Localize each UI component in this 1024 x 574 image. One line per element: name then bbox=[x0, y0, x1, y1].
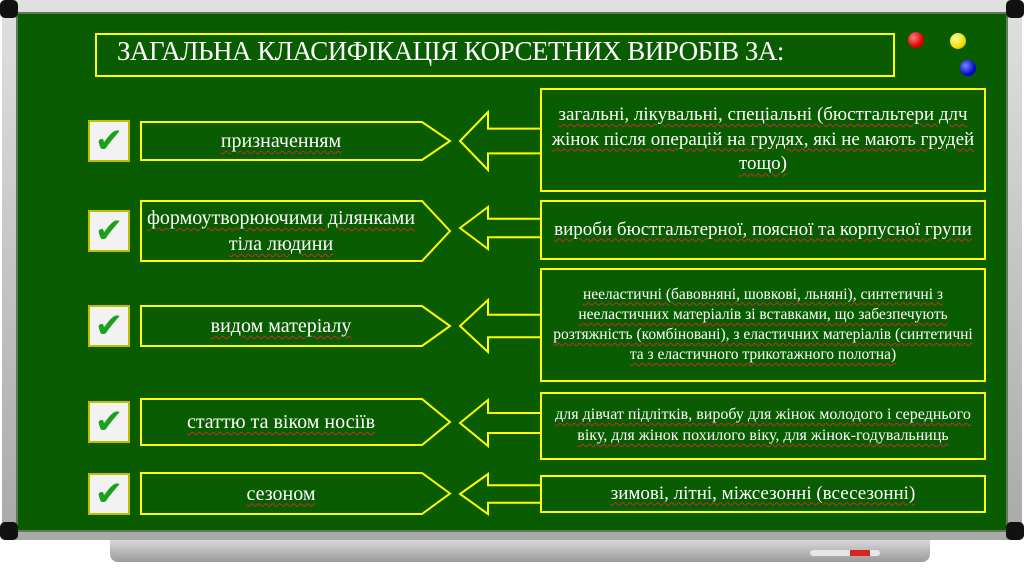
left-arrow-icon bbox=[458, 110, 542, 172]
red-magnet-icon bbox=[908, 32, 924, 48]
slide-title: ЗАГАЛЬНА КЛАСИФІКАЦІЯ КОРСЕТНИХ ВИРОБІВ … bbox=[95, 33, 895, 77]
category-label-text: статтю та віком носіїв bbox=[186, 411, 376, 433]
description-text: нееластичні (бавовняні, шовкові, льняні)… bbox=[553, 285, 973, 364]
description-box: вироби бюстгальтерної, поясної та корпус… bbox=[540, 200, 986, 260]
left-arrow-icon bbox=[458, 398, 542, 448]
description-box: нееластичні (бавовняні, шовкові, льняні)… bbox=[540, 268, 986, 382]
category-label: призначенням bbox=[140, 121, 452, 161]
pentagon-arrow-shape bbox=[140, 398, 452, 446]
category-label: сезоном bbox=[140, 472, 452, 515]
checkmark-icon: ✔ bbox=[88, 305, 130, 347]
pentagon-arrow-shape bbox=[140, 305, 452, 347]
frame-corner bbox=[1006, 522, 1024, 540]
left-arrow-icon bbox=[458, 205, 542, 251]
marker-icon bbox=[810, 550, 880, 556]
left-arrow-icon bbox=[458, 472, 542, 516]
left-arrow-icon bbox=[458, 298, 542, 354]
category-label-text: формоутворюючими ділянками тіла людини bbox=[146, 207, 416, 255]
blue-magnet-icon bbox=[960, 60, 976, 76]
description-box: для дівчат підлітків, виробу для жінок м… bbox=[540, 392, 986, 460]
frame-corner bbox=[0, 0, 18, 18]
description-text: загальні, лікувальні, спеціальні (бюстга… bbox=[551, 103, 975, 175]
category-label-text: призначенням bbox=[220, 130, 342, 152]
description-text: вироби бюстгальтерної, поясної та корпус… bbox=[554, 218, 972, 240]
description-text: для дівчат підлітків, виробу для жінок м… bbox=[555, 406, 971, 444]
category-label: формоутворюючими ділянками тіла людини bbox=[140, 200, 452, 262]
category-label-text: видом матеріалу bbox=[210, 315, 352, 337]
checkmark-icon: ✔ bbox=[88, 472, 130, 515]
description-box: зимові, літні, міжсезонні (всесезонні) bbox=[540, 475, 986, 513]
checkmark-icon: ✔ bbox=[88, 401, 130, 443]
marker-tray bbox=[110, 540, 930, 562]
category-label: статтю та віком носіїв bbox=[140, 398, 452, 446]
pentagon-arrow-shape bbox=[140, 121, 452, 161]
category-label: видом матеріалу bbox=[140, 305, 452, 347]
yellow-magnet-icon bbox=[950, 33, 966, 49]
frame-corner bbox=[1006, 0, 1024, 18]
description-box: загальні, лікувальні, спеціальні (бюстга… bbox=[540, 88, 986, 192]
pentagon-arrow-shape bbox=[140, 200, 452, 262]
checkmark-icon: ✔ bbox=[88, 120, 130, 162]
description-text: зимові, літні, міжсезонні (всесезонні) bbox=[610, 482, 916, 504]
checkmark-icon: ✔ bbox=[88, 210, 130, 252]
category-label-text: сезоном bbox=[246, 482, 316, 505]
pentagon-arrow-shape bbox=[140, 472, 452, 515]
frame-corner bbox=[0, 522, 18, 540]
